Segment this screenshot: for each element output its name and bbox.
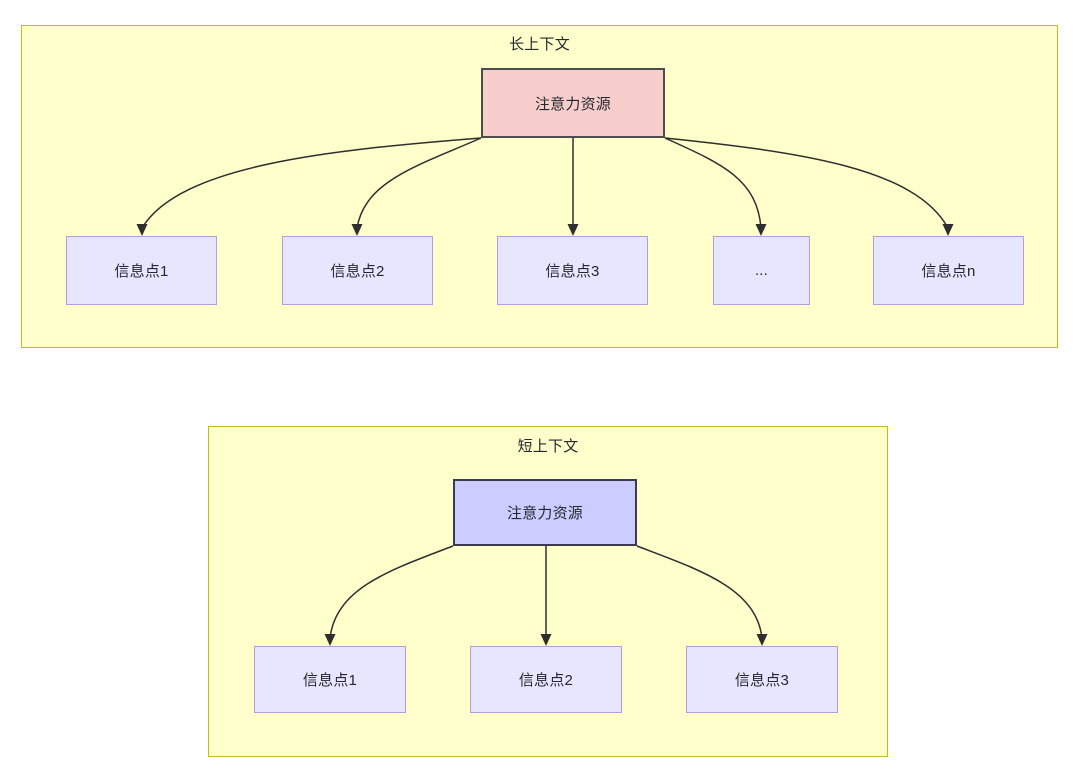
attention-resource-label-long: 注意力资源 <box>534 95 611 113</box>
info-point-label: 信息点3 <box>545 263 600 280</box>
info-point-node-long-ellipsis[interactable]: ... <box>713 236 810 305</box>
panel-long-context-title: 长上下文 <box>509 36 570 53</box>
info-point-node-long-n[interactable]: 信息点n <box>873 236 1024 305</box>
attention-resource-node-short[interactable]: 注意力资源 <box>453 479 637 546</box>
info-point-label: 信息点2 <box>330 263 385 280</box>
info-point-label: 信息点n <box>921 263 976 280</box>
panel-short-context-title: 短上下文 <box>517 438 579 455</box>
info-point-node-long-3[interactable]: 信息点3 <box>497 236 648 305</box>
info-point-node-short-3[interactable]: 信息点3 <box>686 646 838 713</box>
info-point-node-long-2[interactable]: 信息点2 <box>282 236 433 305</box>
attention-resource-label-short: 注意力资源 <box>506 505 583 522</box>
info-point-label: 信息点1 <box>114 263 169 280</box>
info-point-node-long-1[interactable]: 信息点1 <box>66 236 217 305</box>
info-point-label: 信息点3 <box>734 672 790 689</box>
info-point-node-short-2[interactable]: 信息点2 <box>470 646 622 713</box>
info-point-node-short-1[interactable]: 信息点1 <box>254 646 406 713</box>
info-point-label: 信息点2 <box>518 672 574 689</box>
info-point-label: ... <box>754 262 769 279</box>
attention-resource-node-long[interactable]: 注意力资源 <box>481 68 665 138</box>
info-point-label: 信息点1 <box>302 672 358 689</box>
